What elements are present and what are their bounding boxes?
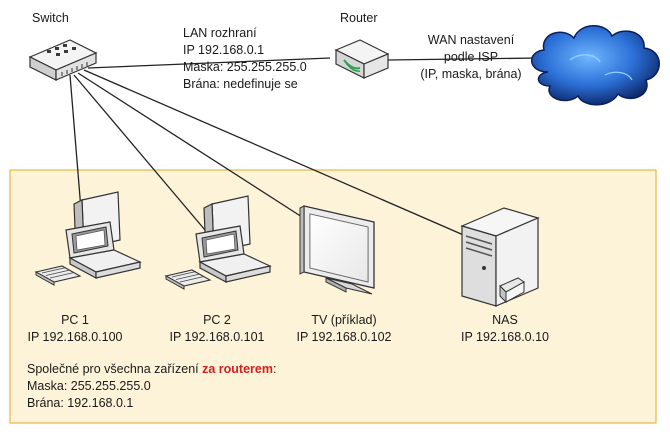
lan-ip: IP 192.168.0.1	[183, 43, 265, 57]
device-ip: IP 192.168.0.101	[169, 330, 265, 344]
common-mask: Maska: 255.255.255.0	[27, 379, 151, 393]
link-switch-nas	[83, 69, 476, 241]
switch-label: Switch	[32, 11, 69, 25]
nas-server-icon	[460, 207, 540, 307]
link-switch-pc1	[69, 74, 83, 223]
connection-lines	[69, 57, 541, 241]
lan-mask: Maska: 255.255.255.0	[183, 60, 307, 74]
common-gateway: Brána: 192.168.0.1	[27, 396, 134, 410]
device-name: PC 1	[61, 313, 89, 327]
tv-monitor-icon	[299, 205, 375, 295]
wan-title: WAN nastavení	[427, 33, 515, 47]
device-label-nas: NAS IP 192.168.0.10	[445, 312, 565, 346]
device-name: NAS	[492, 313, 518, 327]
common-heading: Společné pro všechna zařízení za routere…	[27, 361, 276, 378]
wan-params: (IP, maska, brána)	[420, 67, 522, 81]
device-ip: IP 192.168.0.102	[296, 330, 392, 344]
device-name: TV (příklad)	[311, 313, 377, 327]
desktop-pc-icon	[164, 195, 272, 290]
device-ip: IP 192.168.0.100	[27, 330, 123, 344]
device-ip: IP 192.168.0.10	[460, 330, 550, 344]
common-settings-note: Společné pro všechna zařízení za routere…	[27, 361, 276, 412]
link-switch-router	[87, 57, 331, 69]
device-label-tv: TV (příklad) IP 192.168.0.102	[284, 312, 404, 346]
link-switch-pc2	[73, 74, 206, 231]
wan-settings-info: WAN nastavení podle ISP (IP, maska, brán…	[406, 32, 536, 83]
wan-subtitle: podle ISP	[443, 50, 499, 64]
link-router-cloud	[387, 57, 541, 61]
device-label-pc2: PC 2 IP 192.168.0.101	[162, 312, 272, 346]
lan-title: LAN rozhraní	[183, 26, 257, 40]
lan-interface-info: LAN rozhraní IP 192.168.0.1 Maska: 255.2…	[183, 25, 307, 93]
common-highlight: za routerem	[202, 362, 273, 376]
common-suffix: :	[272, 362, 277, 376]
router-icon	[334, 39, 390, 79]
link-switch-tv	[77, 72, 317, 227]
device-label-pc1: PC 1 IP 192.168.0.100	[20, 312, 130, 346]
network-switch-icon	[28, 39, 98, 81]
device-name: PC 2	[203, 313, 231, 327]
desktop-pc-icon	[34, 191, 142, 286]
common-prefix: Společné pro všechna zařízení	[27, 362, 203, 376]
router-label: Router	[340, 11, 378, 25]
lan-gateway: Brána: nedefinuje se	[183, 77, 298, 91]
internet-cloud-icon	[531, 25, 660, 106]
